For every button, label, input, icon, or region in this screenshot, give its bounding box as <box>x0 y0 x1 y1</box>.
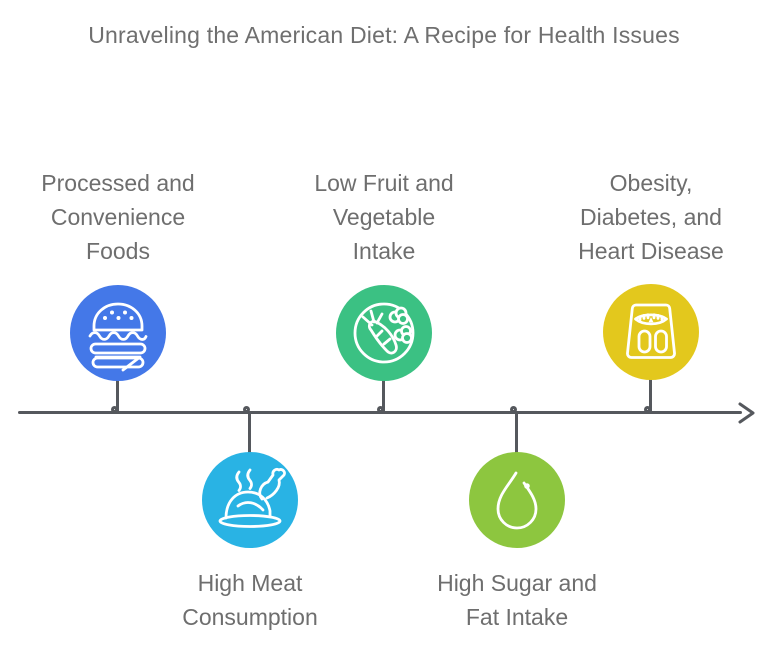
right-arrow-icon <box>738 402 755 424</box>
bubble-sugar-fat <box>469 452 565 548</box>
label-line: High Sugar and <box>437 570 597 596</box>
label-line: High Meat <box>197 570 303 596</box>
vegetables-icon <box>336 285 432 381</box>
label-low-fruit-veg: Low Fruit and Vegetable Intake <box>294 166 474 268</box>
timeline-node <box>644 406 651 413</box>
bubble-low-fruit-veg <box>336 285 432 381</box>
timeline-node <box>510 406 517 413</box>
label-line: Diabetes, and <box>580 204 722 230</box>
burger-icon <box>70 285 166 381</box>
connector-line <box>515 413 518 454</box>
label-line: Obesity, <box>609 170 693 196</box>
bubble-health-outcomes <box>603 284 699 380</box>
timeline-node <box>111 406 118 413</box>
label-line: Fat Intake <box>465 604 569 630</box>
roast-turkey-icon <box>202 452 298 548</box>
connector-line <box>248 413 251 454</box>
label-line: Consumption <box>182 604 318 630</box>
label-health-outcomes: Obesity, Diabetes, and Heart Disease <box>561 166 741 268</box>
label-sugar-fat: High Sugar and Fat Intake <box>402 566 632 634</box>
page-title: Unraveling the American Diet: A Recipe f… <box>88 22 680 48</box>
label-line: Processed and <box>41 170 195 196</box>
bubble-processed-foods <box>70 285 166 381</box>
connector-line <box>382 378 385 412</box>
label-line: Low Fruit and <box>314 170 454 196</box>
label-line: Intake <box>352 238 416 264</box>
label-line: Convenience <box>50 204 186 230</box>
label-processed-foods: Processed and Convenience Foods <box>28 166 208 268</box>
connector-line <box>116 378 119 412</box>
water-drop-icon <box>469 452 565 548</box>
label-high-meat: High Meat Consumption <box>135 566 365 634</box>
label-line: Heart Disease <box>578 238 724 264</box>
connector-line <box>649 378 652 412</box>
timeline-node <box>377 406 384 413</box>
bubble-high-meat <box>202 452 298 548</box>
label-line: Foods <box>86 238 150 264</box>
weight-scale-icon <box>603 284 699 380</box>
label-line: Vegetable <box>332 204 436 230</box>
timeline-node <box>243 406 250 413</box>
